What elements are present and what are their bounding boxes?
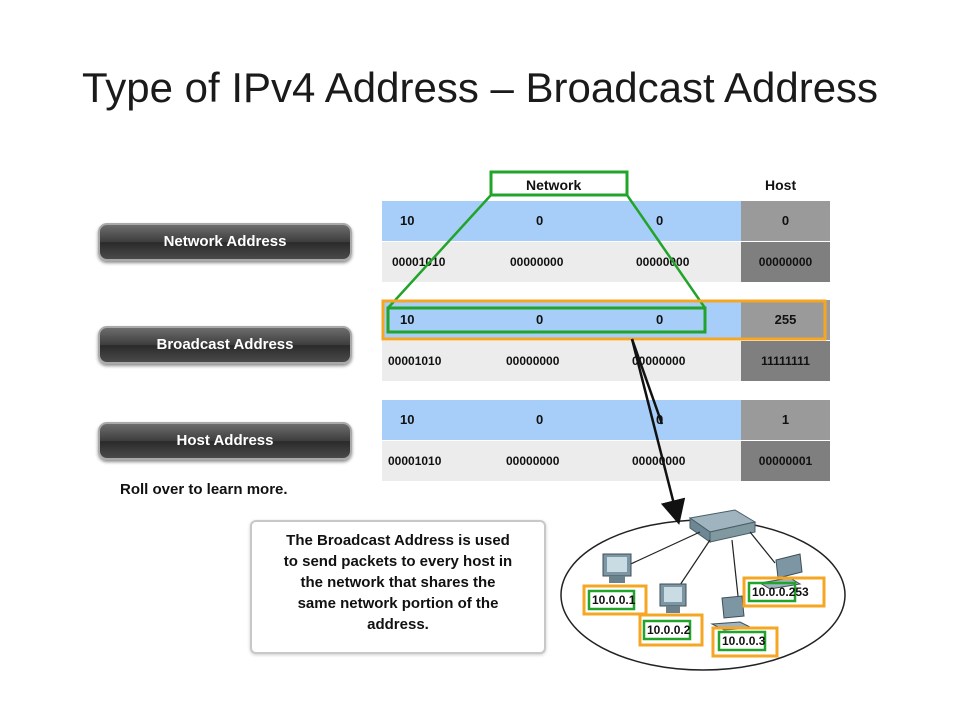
binary-row: 00001010 00000000 00000000 11111111: [382, 341, 830, 381]
octet-4-binary: 00000000: [758, 255, 813, 269]
computer-icon: [659, 583, 687, 613]
octet-3-binary: 00000000: [632, 454, 686, 468]
host-253-broadcast-box: [742, 576, 826, 608]
octet-4: 0: [781, 213, 790, 228]
network-portion-highlight: [386, 306, 707, 334]
host-3-network-box: [717, 630, 767, 652]
octet-4-binary: 11111111: [761, 354, 810, 368]
cable: [731, 539, 739, 597]
host-column-cell: [741, 441, 830, 481]
octet-3-binary: 00000000: [632, 354, 686, 368]
broadcast-address-button[interactable]: Broadcast Address: [98, 326, 352, 364]
host-253-network-box: [747, 581, 797, 603]
octet-2: 0: [536, 213, 544, 228]
info-line: The Broadcast Address is used: [286, 532, 510, 549]
info-line: to send packets to every host in: [283, 553, 513, 570]
host-column-cell: [741, 341, 830, 381]
host-2-network-box: [642, 619, 692, 641]
broadcast-arrow: [630, 338, 686, 525]
octet-1-binary: 00001010: [388, 354, 442, 368]
cable: [679, 539, 711, 586]
info-line: the network that shares the: [300, 574, 496, 591]
network-column-heading: Network: [526, 177, 582, 193]
octet-1: 10: [400, 213, 415, 228]
binary-row: 00001010 00000000 00000000 00000001: [382, 441, 830, 481]
broadcast-row-highlight: [381, 299, 827, 341]
octet-1: 10: [400, 312, 415, 327]
host-1-ip-label: 10.0.0.1: [592, 593, 636, 607]
octet-4: 255: [774, 312, 797, 327]
network-bracket-right-line: [625, 194, 707, 309]
cable: [749, 531, 776, 564]
host-column-cell: [741, 300, 830, 340]
host-2-broadcast-box: [638, 613, 704, 647]
octet-1-binary: 00001010: [388, 454, 442, 468]
host-column-heading: Host: [765, 177, 797, 193]
host-3-ip-label: 10.0.0.3: [722, 634, 766, 648]
host-column-cell: [741, 400, 830, 440]
host-column-cell: [741, 201, 830, 241]
info-line: same network portion of the: [297, 595, 499, 612]
octet-1: 10: [400, 412, 415, 427]
network-address-button[interactable]: Network Address: [98, 223, 352, 261]
computer-icon: [602, 553, 632, 583]
network-bracket-left-line: [387, 194, 492, 309]
switch-icon: [688, 509, 757, 543]
octet-3: 0: [656, 213, 664, 228]
octet-2-binary: 00000000: [506, 454, 560, 468]
host-address-button[interactable]: Host Address: [98, 422, 352, 460]
octet-4-binary: 00000001: [758, 454, 813, 468]
octet-2-binary: 00000000: [510, 255, 564, 269]
host-1-network-box: [587, 589, 636, 611]
info-box: The Broadcast Address is used to send pa…: [250, 520, 546, 654]
octet-2-binary: 00000000: [506, 354, 560, 368]
network-heading-highlight: [489, 170, 629, 197]
slide-title: Type of IPv4 Address – Broadcast Address: [81, 64, 879, 111]
host-253-ip-label: 10.0.0.253: [752, 585, 809, 599]
host-1-broadcast-box: [582, 584, 648, 616]
host-3-broadcast-box: [711, 626, 779, 658]
cable: [621, 531, 701, 569]
octet-2: 0: [536, 412, 544, 427]
decimal-row: 10 0 0 1: [382, 400, 830, 440]
rollover-hint: Roll over to learn more.: [120, 481, 288, 498]
info-line: address.: [367, 616, 429, 633]
octet-2: 0: [536, 312, 544, 327]
arrow-segment: [630, 338, 664, 425]
host-2-ip-label: 10.0.0.2: [647, 623, 691, 637]
octet-3: 0: [656, 312, 664, 327]
binary-row: 00001010 00000000 00000000 00000000: [382, 242, 830, 282]
host-column-cell: [741, 242, 830, 282]
octet-4: 1: [781, 412, 790, 427]
